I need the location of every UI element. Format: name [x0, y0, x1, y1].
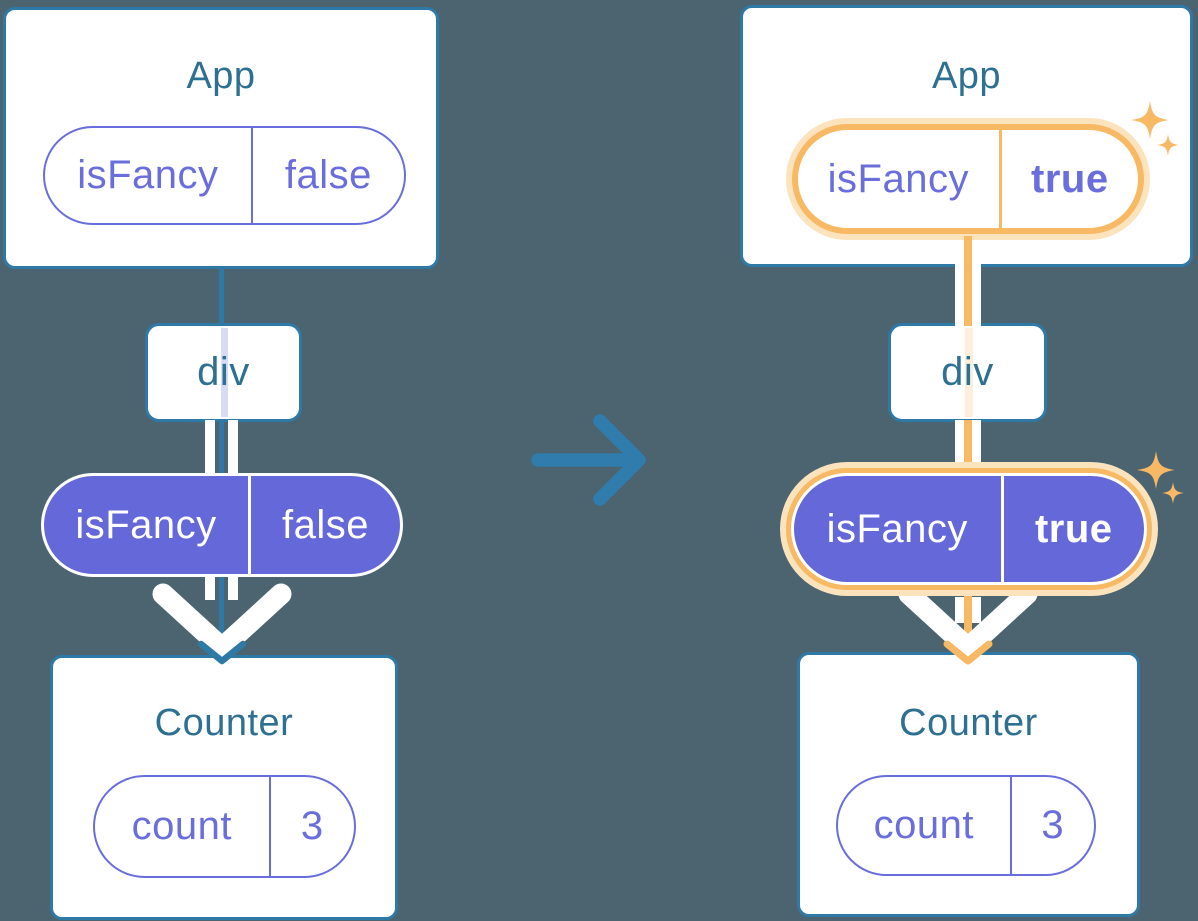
sparkle-small-bottom-icon	[1162, 482, 1184, 504]
div-label-after: div	[941, 350, 994, 394]
counter-title-before: Counter	[154, 702, 294, 744]
edge-div-to-pill-after	[964, 420, 972, 485]
transition-arrow-icon	[531, 414, 646, 506]
edge-app-to-div-before	[219, 265, 224, 327]
prop-pill-after: isFancy true	[791, 473, 1147, 585]
edge-app-to-div-after	[964, 236, 972, 326]
prop-value-before: false	[247, 476, 400, 574]
state-value-after: true	[998, 130, 1138, 228]
counter-state-pill-after: count 3	[836, 775, 1096, 876]
sparkle-large-bottom-icon	[1137, 451, 1175, 489]
edge-pill-to-counter-after	[964, 585, 972, 658]
app-title-after: App	[931, 55, 1002, 97]
app-state-pill-after: isFancy true	[792, 124, 1144, 234]
count-name-before: count	[131, 804, 232, 848]
count-value-before: 3	[268, 777, 354, 876]
counter-card-after: Counter count 3	[797, 652, 1140, 917]
counter-state-pill-before: count 3	[93, 775, 356, 878]
app-card-before: App isFancy false	[3, 7, 439, 269]
sparkle-small-top-icon	[1157, 134, 1179, 156]
counter-card-before: Counter count 3	[50, 655, 398, 920]
prop-rail-left-before	[205, 420, 215, 476]
prop-rail-right-before	[228, 420, 238, 476]
prop-name-before: isFancy	[75, 502, 217, 547]
prop-thread-band-after	[965, 328, 973, 417]
prop-pill-before: isFancy false	[41, 473, 403, 577]
state-name-after: isFancy	[827, 156, 969, 201]
prop-rail-right2-before	[228, 575, 238, 600]
prop-rail-left2-before	[205, 575, 215, 600]
div-node-before: div	[145, 323, 302, 422]
sparkle-large-top-icon	[1131, 101, 1169, 139]
arrowhead-to-counter-after	[943, 640, 993, 665]
app-card-after: App isFancy true	[740, 5, 1193, 267]
state-name-before: isFancy	[77, 153, 219, 197]
div-label-before: div	[197, 350, 250, 394]
prop-thread-band-before	[221, 328, 228, 417]
count-value-after: 3	[1009, 777, 1094, 874]
counter-title-after: Counter	[899, 702, 1038, 744]
app-title-before: App	[186, 55, 256, 97]
prop-name-after: isFancy	[826, 506, 968, 551]
arrowhead-to-counter-before	[197, 640, 247, 665]
prop-value-after: true	[1000, 476, 1145, 582]
state-value-before: false	[250, 128, 404, 223]
app-state-pill-before: isFancy false	[43, 126, 406, 225]
div-node-after: div	[888, 323, 1047, 422]
prop-flow-chevron-after	[898, 583, 1038, 659]
count-name-after: count	[873, 803, 974, 847]
prop-flow-chevron-before	[152, 583, 292, 659]
